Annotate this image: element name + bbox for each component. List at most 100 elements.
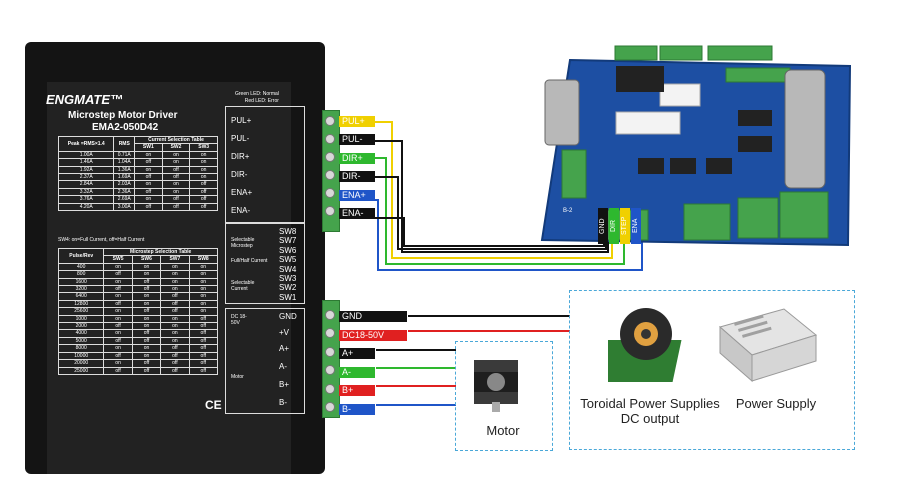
power-supply — [718, 308, 818, 383]
current-cell: off — [189, 187, 218, 197]
signal-pin-label: ENA- — [231, 206, 251, 215]
signal-tag: DIR+ — [339, 152, 375, 164]
current-cell: 3.76A — [57, 195, 115, 204]
microstep-header-title: Microstep Selection Table — [103, 247, 218, 257]
left-terminal — [561, 149, 587, 199]
terminal-screw — [325, 170, 335, 180]
top-terminal-3 — [707, 45, 773, 61]
current-cell: on — [189, 150, 218, 160]
signal-tag: ENA+ — [339, 189, 375, 201]
current-cell: 1.92A — [57, 165, 115, 175]
dip-switch-label: SW7 — [279, 236, 297, 246]
dip-switch-label: SW8 — [279, 227, 297, 236]
toroidal-supply — [608, 308, 682, 382]
psu-vent-1 — [734, 314, 764, 326]
dip-switch-box — [225, 222, 305, 304]
board-label: B-2 — [563, 208, 573, 214]
power-tag: B- — [339, 404, 375, 415]
db25-left — [544, 79, 580, 146]
microstep-cell: on — [188, 270, 219, 279]
signal-tag: ENA- — [339, 208, 375, 219]
ic-1 — [638, 158, 664, 174]
terminal-screw — [325, 402, 335, 412]
current-cell: 4.20A — [57, 202, 115, 212]
terminal-screw — [325, 383, 335, 394]
microstep-cell: on — [188, 292, 219, 301]
top-terminal-1 — [614, 45, 658, 61]
dip-switch-label: SW2 — [279, 283, 297, 293]
power-tag: DC18-50V — [339, 329, 407, 341]
gnd-pin-label: GND — [279, 312, 297, 321]
dip-switch-label: SW3 — [279, 274, 297, 283]
wire-pul-plus — [375, 121, 613, 259]
dc-label: DC 18-50V — [231, 314, 247, 326]
dip-switch-label: SW6 — [279, 245, 297, 255]
current-cell: 1.00A — [57, 150, 115, 160]
ic-2 — [670, 158, 696, 174]
power-box — [569, 290, 855, 450]
mid-terminal — [725, 67, 791, 83]
signal-tag: PUL+ — [339, 116, 375, 127]
current-cell: off — [189, 180, 218, 189]
microstep-cell: off — [188, 329, 219, 338]
psu-vent-3 — [742, 326, 772, 338]
signal-pin-label: PUL- — [231, 134, 250, 143]
terminal-screw — [325, 346, 335, 357]
motor-pin-label: A- — [279, 362, 287, 371]
stepper-motor — [474, 360, 518, 412]
signal-pin-label: ENA+ — [231, 188, 253, 197]
signal-tag: DIR- — [339, 171, 375, 183]
power-pin-box — [225, 308, 305, 414]
terminal-screw — [325, 116, 335, 126]
board-pin-tag: DIR — [609, 208, 619, 244]
dip-switch-label: SW4 — [279, 264, 297, 274]
board-pin-tag: ENA — [631, 208, 641, 244]
signal-pin-label: DIR+ — [231, 152, 250, 161]
motor-pin-label: A+ — [279, 344, 290, 353]
terminal-screw — [325, 152, 335, 162]
board-pin-tag: GND — [598, 208, 608, 244]
motor-pin-label: B+ — [279, 380, 290, 389]
sw4-note: SW4: on=Full Current, off=Half Current — [58, 237, 145, 243]
led-green: Green LED: Normal — [235, 91, 279, 97]
bottom-terminal-left — [683, 203, 731, 241]
db25-right — [784, 69, 826, 189]
current-cell: 2.37A — [57, 173, 115, 182]
ic-3 — [706, 158, 732, 174]
microstep-cell: on — [188, 285, 219, 294]
current-cell: on — [189, 173, 218, 182]
v-pin-label: +V — [279, 328, 290, 337]
driver-model: EMA2-050D42 — [92, 122, 159, 133]
white-connector-1 — [615, 111, 681, 135]
signal-pin-box — [225, 106, 305, 224]
ic-4 — [738, 110, 772, 126]
bottom-terminal-right — [779, 191, 829, 239]
psu-vent-2 — [738, 320, 768, 332]
terminal-screw — [325, 365, 335, 376]
microstep-cell: on — [188, 299, 219, 309]
current-cell: 2.84A — [57, 180, 115, 189]
microstep-cell: off — [188, 359, 219, 368]
motor-box — [455, 341, 553, 451]
motor-shaft — [492, 402, 500, 412]
power-tag: A+ — [339, 348, 375, 360]
